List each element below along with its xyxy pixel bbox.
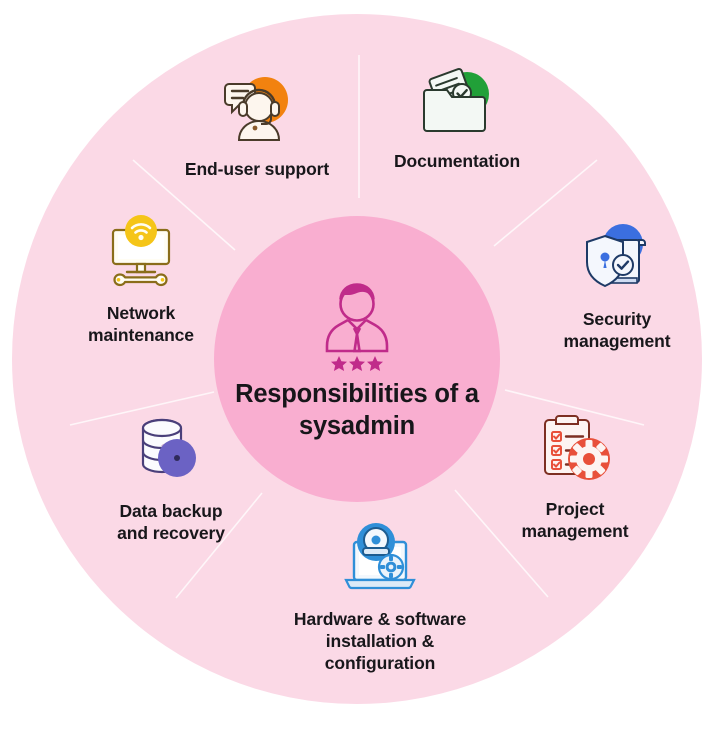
node-label: Project management [521,499,629,542]
sysadmin-person-icon [325,283,389,371]
node-label: Documentation [393,151,521,171]
node-end-user-support[interactable]: End-user support [152,68,362,180]
node-data-backup-recovery[interactable]: Data backup and recovery [66,410,276,544]
node-label: Data backup and recovery [117,501,225,544]
laptop-disc-gear-icon [338,518,422,602]
node-label: Security management [563,309,671,352]
headset-support-agent-icon [215,68,299,152]
center-content: Responsibilities of a sysadmin [214,216,500,502]
node-documentation[interactable]: Documentation [352,60,562,172]
node-hardware-software[interactable]: Hardware & software installation & confi… [275,518,485,674]
clipboard-gear-icon [533,408,617,492]
center-title: Responsibilities of a sysadmin [235,379,479,440]
folder-document-check-icon [415,60,499,144]
node-network-maintenance[interactable]: Network maintenance [36,212,246,346]
shield-lock-icon [575,218,659,302]
node-label: End-user support [184,159,330,179]
node-label: Network maintenance [88,303,194,346]
node-label: Hardware & software installation & confi… [293,609,467,674]
monitor-wifi-wrench-icon [99,212,183,296]
node-security-management[interactable]: Security management [512,218,720,352]
node-project-management[interactable]: Project management [470,408,680,542]
database-disc-refresh-icon [129,410,213,494]
